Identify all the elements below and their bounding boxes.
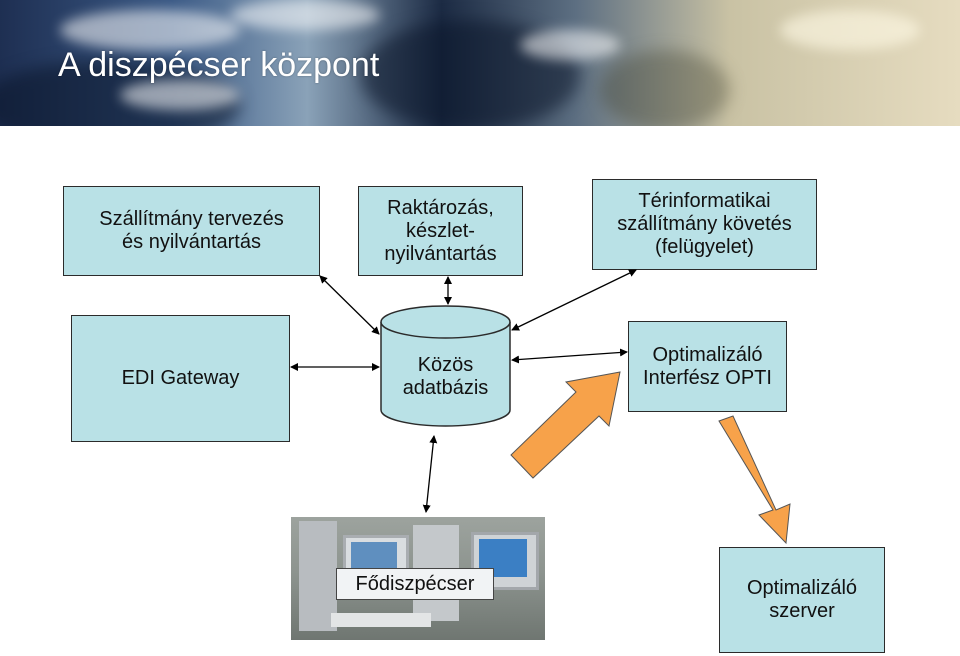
box-edi-gateway: EDI Gateway (71, 315, 290, 442)
box-optimalizalo-interfesz: Optimalizáló Interfész OPTI (628, 321, 787, 412)
box-label: Raktározás, készlet-nyilvántartás (384, 196, 497, 265)
box-szallitmany-tervezes: Szállítmány tervezés és nyilvántartás (63, 186, 320, 276)
box-label: Térinformatikai szállítmány követés (fel… (617, 190, 792, 258)
box-label: Közös adatbázis (402, 354, 489, 399)
arrow-szallitmany-db (319, 275, 380, 335)
arrow-db-opti (511, 348, 628, 364)
database-cylinder (380, 305, 511, 427)
page-title: A diszpécser központ (58, 46, 380, 84)
title-banner (0, 0, 960, 126)
fodiszpecser-label: Fődiszpécser (336, 568, 494, 600)
box-label: Optimalizáló Interfész OPTI (643, 343, 772, 389)
box-terinformatikai: Térinformatikai szállítmány követés (fel… (592, 179, 817, 270)
dispatcher-photo: Fődiszpécser (291, 517, 545, 640)
box-raktarozas: Raktározás, készlet-nyilvántartás (358, 186, 523, 276)
box-label: EDI Gateway (121, 367, 240, 389)
box-label: Optimalizáló szerver (746, 577, 858, 622)
arrow-terinfo-db (511, 269, 637, 331)
orange-arrow-down (718, 415, 791, 545)
orange-arrow-up (510, 371, 621, 479)
box-label: Szállítmány tervezés és nyilvántartás (99, 208, 284, 253)
box-optimalizalo-szerver: Optimalizáló szerver (719, 547, 885, 653)
box-kozos-adatbazis: Közös adatbázis (380, 342, 511, 412)
arrow-db-fodiszpecser (422, 435, 438, 513)
